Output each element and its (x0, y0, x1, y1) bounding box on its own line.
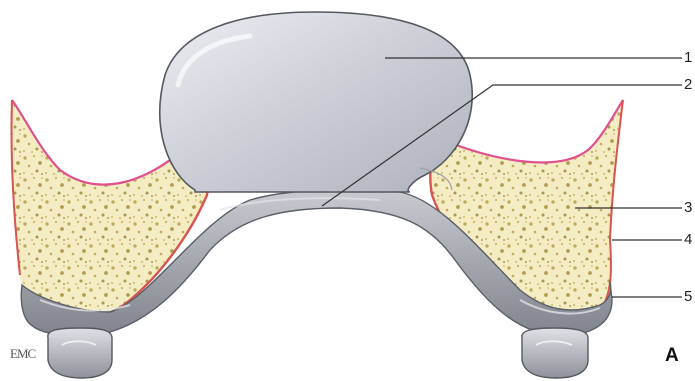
right-support (522, 328, 588, 378)
callout-1: 1 (684, 50, 692, 65)
tooth-crown (160, 12, 472, 192)
callout-3: 3 (684, 200, 692, 215)
callout-2: 2 (684, 77, 692, 92)
publisher-watermark: EMC (10, 346, 35, 362)
callout-5: 5 (684, 289, 692, 304)
panel-letter: A (665, 345, 679, 367)
callout-4: 4 (684, 232, 692, 247)
left-support (48, 328, 112, 378)
